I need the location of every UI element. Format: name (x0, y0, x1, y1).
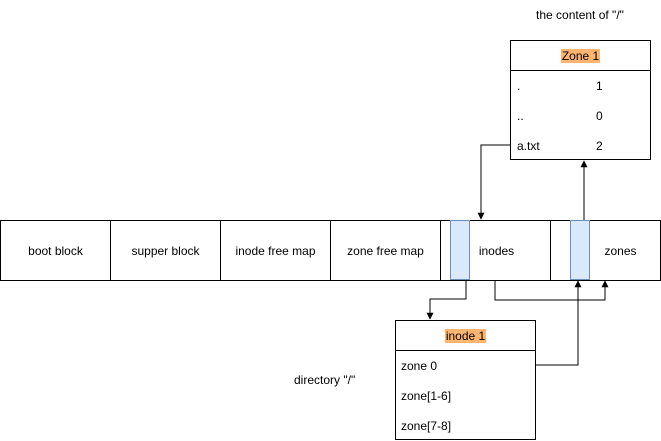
inode-1-cell (450, 220, 470, 280)
arrow-a-txt-to-inodes (477, 144, 510, 220)
inode-row-zone-1-6: zone[1-6] (401, 389, 452, 403)
inode-row-zone-0: zone 0 (401, 359, 438, 373)
zones-block: zones (550, 220, 661, 281)
super-block: supper block (110, 220, 221, 281)
boot-block: boot block (0, 220, 111, 281)
disk-layout: boot block supper block inode free map z… (0, 220, 661, 281)
zone-1-table: Zone 1 . 1 .. 0 a.txt 2 (510, 40, 651, 160)
zone-row-a-txt: a.txt 2 (517, 139, 603, 153)
zone-1-cell (570, 220, 590, 280)
zone-caption: the content of "/" (536, 8, 624, 22)
inode-free-map: inode free map (220, 220, 331, 281)
arrow-inodes-to-zones (494, 280, 609, 301)
arrow-inode-cell-to-table (426, 280, 467, 320)
inode-row-zone-7-8: zone[7-8] (401, 419, 452, 433)
inode-caption: directory "/" (294, 373, 356, 387)
inode-1-table: inode 1 zone 0 zone[1-6] zone[7-8] (395, 320, 536, 440)
zone-free-map: zone free map (330, 220, 441, 281)
zone-row-dotdot: .. 0 (517, 109, 603, 123)
zone-1-title: Zone 1 (511, 41, 650, 71)
zone-row-dot: . 1 (517, 79, 603, 93)
inode-1-title: inode 1 (396, 321, 535, 351)
arrow-zone0-to-zone-cell (536, 280, 582, 366)
